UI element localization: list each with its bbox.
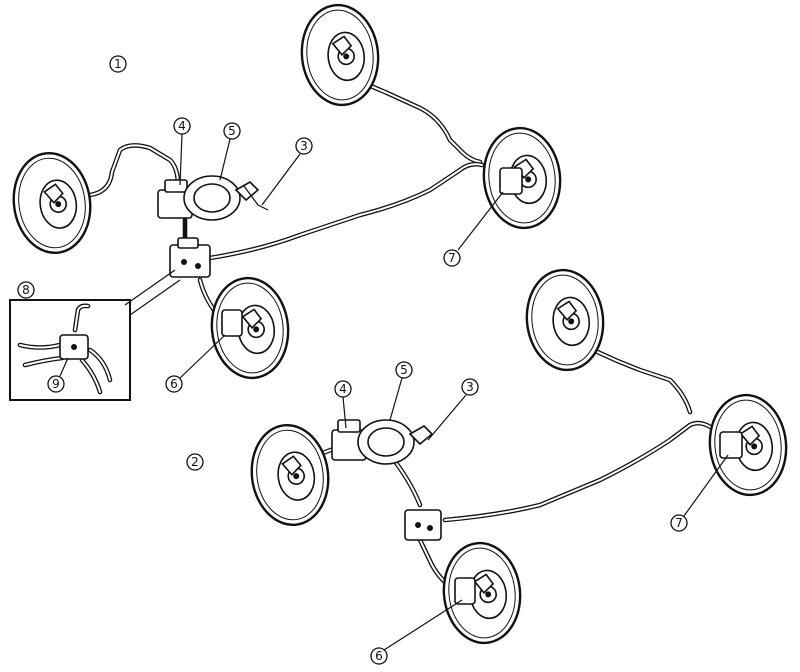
callout-master-cylinder-1: 4: [173, 117, 191, 135]
callout-brake-pedal-2: 3: [461, 378, 479, 396]
wheel-front-right-1: [205, 273, 295, 383]
callout-layout-2: 2: [186, 453, 204, 471]
callout-front-caliper-2: 6: [370, 647, 388, 665]
inset-detail-box: [9, 269, 181, 401]
wheel-rear-right-2: [703, 390, 793, 500]
svg-text:6: 6: [170, 377, 178, 391]
layout-1: [6, 0, 567, 383]
svg-text:7: 7: [675, 516, 683, 530]
caliper-rear-right-2: [719, 431, 743, 459]
svg-text:5: 5: [228, 124, 236, 138]
callout-front-caliper-1: 6: [165, 375, 183, 393]
callout-rear-caliper-2: 7: [670, 514, 688, 532]
wheel-front-left-2: [244, 418, 336, 532]
booster-assembly-1: [157, 175, 269, 278]
wheel-rear-left-2: [520, 265, 610, 375]
svg-text:3: 3: [466, 380, 474, 394]
svg-text:5: 5: [400, 363, 408, 377]
callout-inset-8: 8: [17, 281, 35, 299]
caliper-front-right-2: [454, 577, 476, 605]
brake-lines-2: [307, 332, 715, 593]
callout-master-cylinder-2: 4: [334, 380, 352, 398]
callout-inset-fitting-9: 9: [47, 375, 65, 393]
callout-brake-booster-2: 5: [395, 361, 413, 379]
layout-2: [244, 265, 793, 648]
booster-assembly-2: [331, 419, 442, 541]
callout-rear-caliper-1: 7: [443, 249, 461, 267]
caliper-front-right-1: [221, 309, 243, 337]
svg-text:4: 4: [178, 119, 186, 133]
brake-lines-1: [87, 67, 485, 321]
svg-text:6: 6: [375, 649, 383, 663]
svg-text:2: 2: [191, 455, 199, 469]
svg-text:4: 4: [339, 382, 347, 396]
callout-layout-1: 1: [109, 55, 127, 73]
caliper-rear-right-1: [499, 167, 523, 195]
svg-text:9: 9: [52, 377, 60, 391]
svg-text:3: 3: [300, 139, 308, 153]
callout-brake-booster-1: 5: [223, 122, 241, 140]
callouts: 1 2 4 5 3 6 7: [17, 55, 729, 665]
wheel-front-right-2: [437, 538, 527, 648]
svg-text:1: 1: [114, 57, 122, 71]
wheel-front-left-1: [6, 146, 98, 260]
svg-text:7: 7: [448, 251, 456, 265]
callout-brake-pedal-1: 3: [295, 137, 313, 155]
wheel-rear-left-1: [295, 0, 385, 110]
svg-text:8: 8: [22, 283, 30, 297]
